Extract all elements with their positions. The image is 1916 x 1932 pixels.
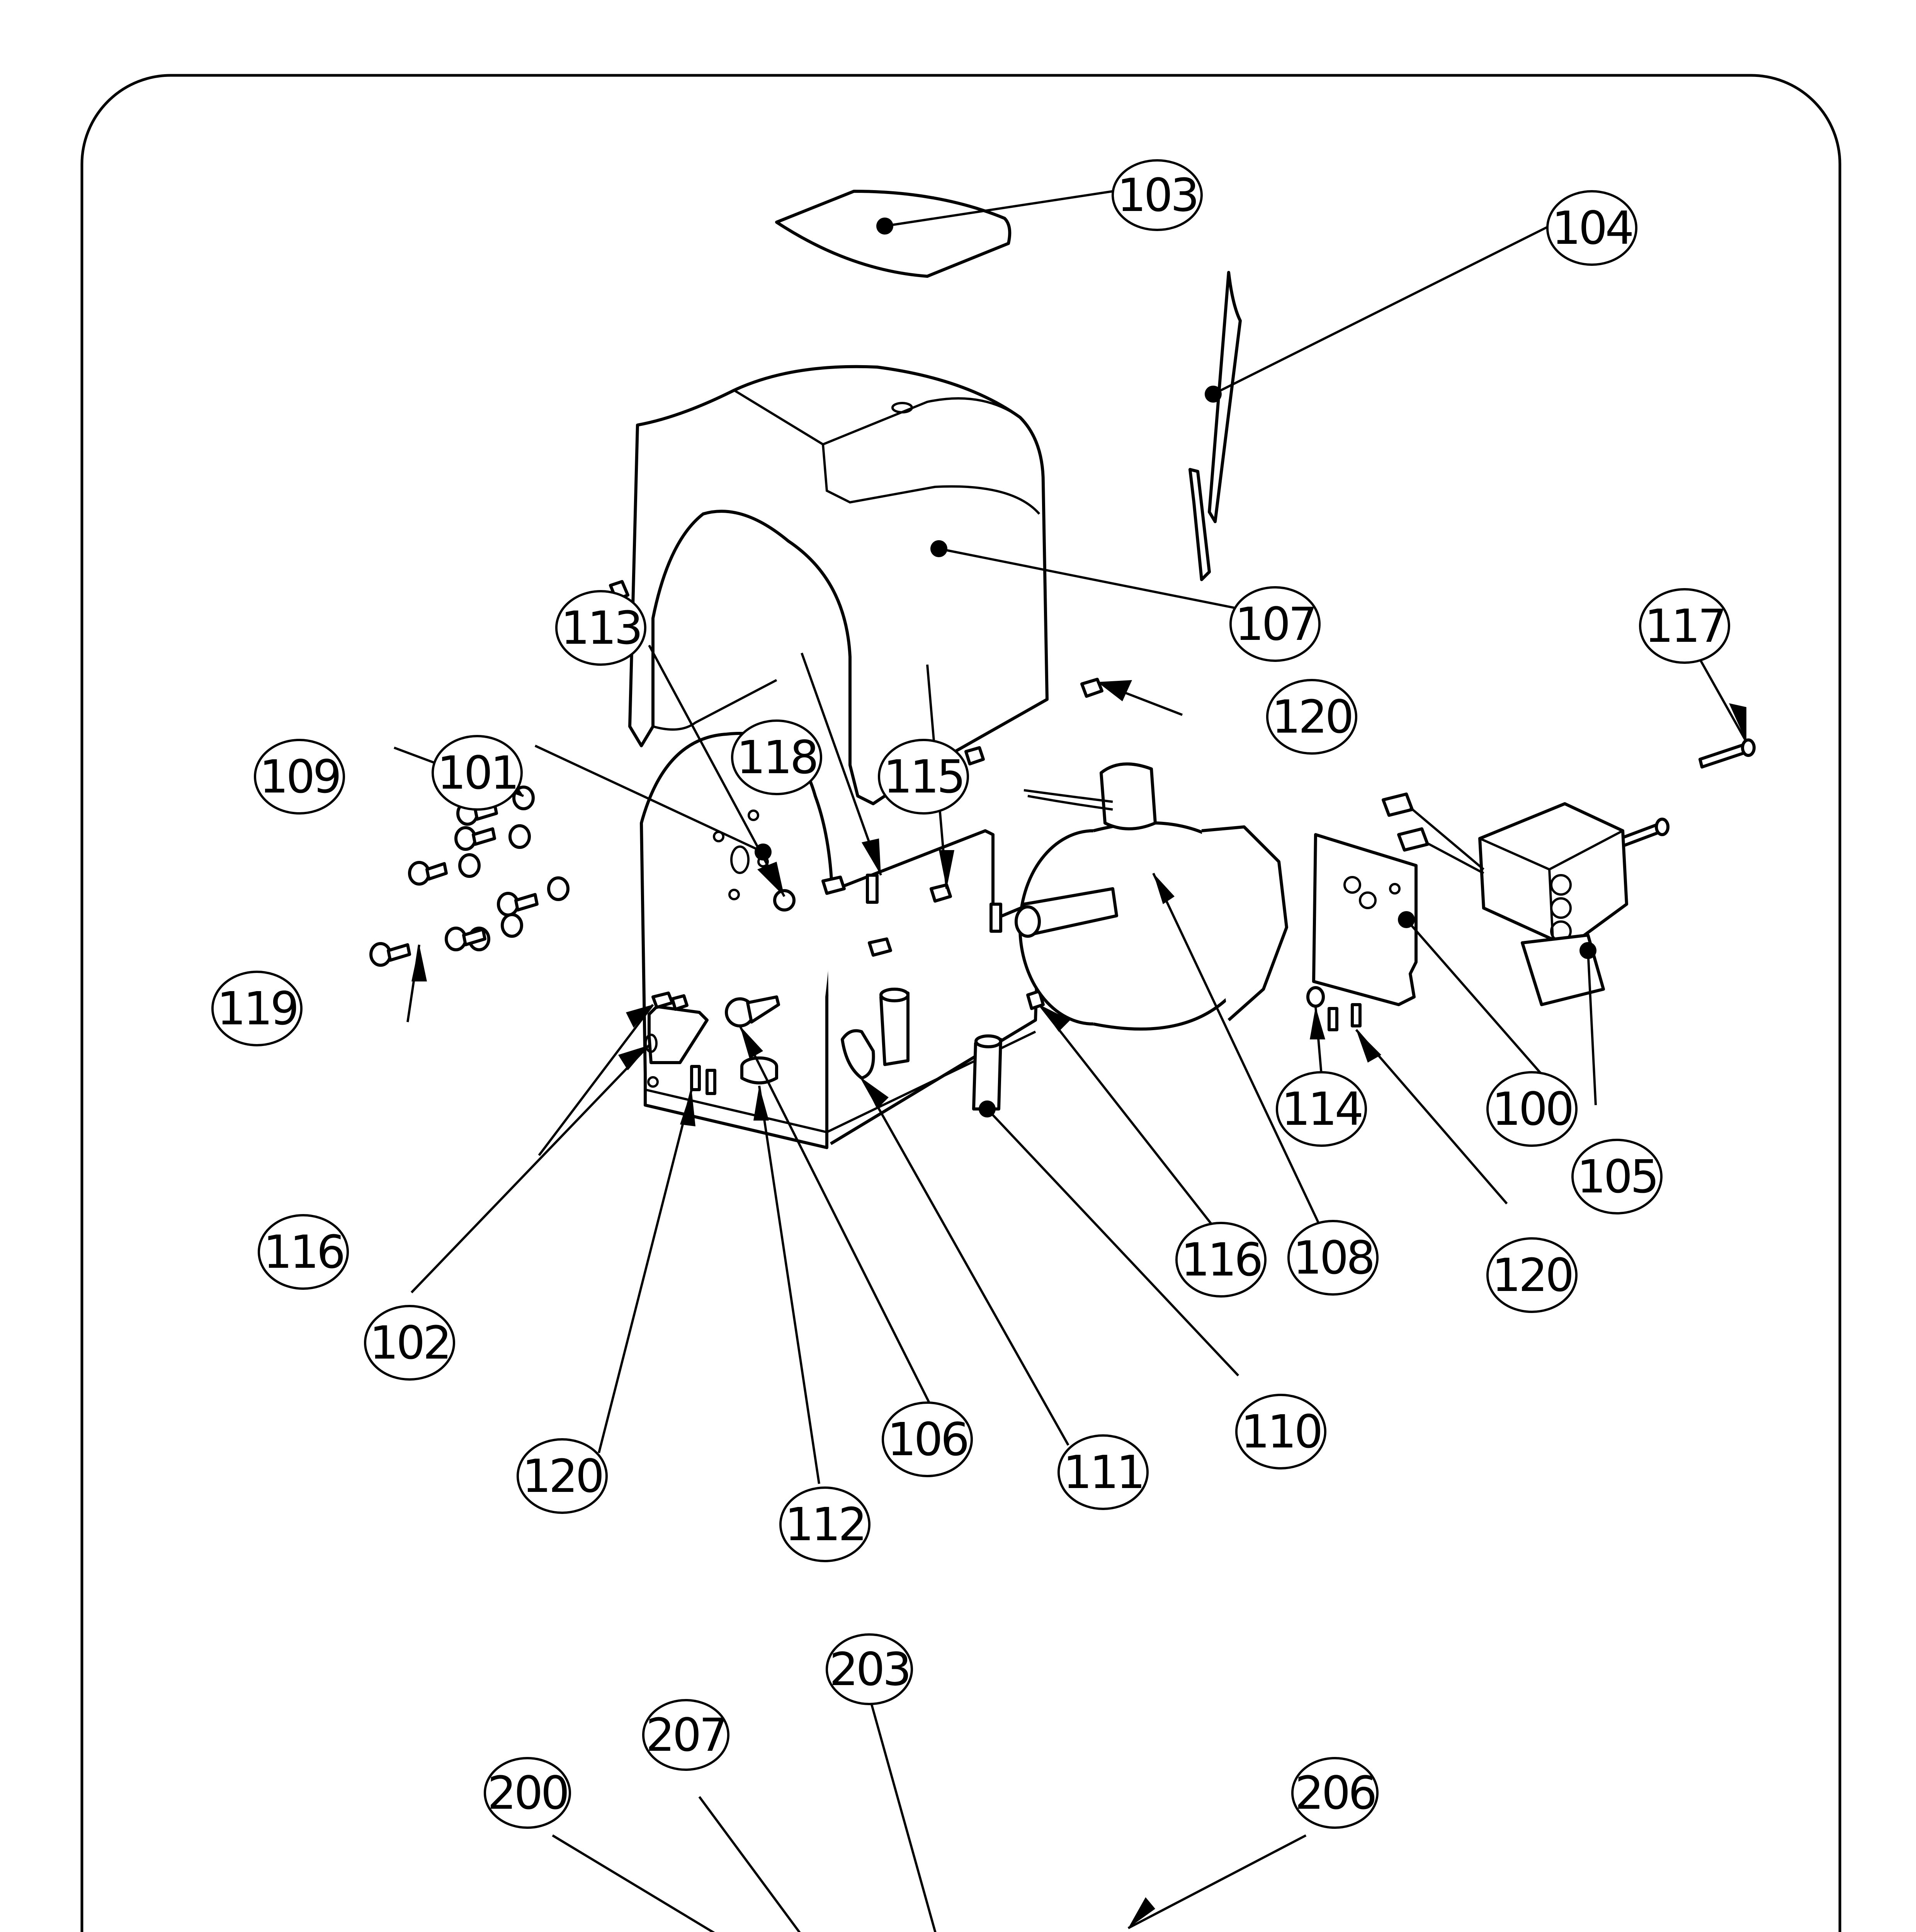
part-106-knob bbox=[725, 995, 780, 1027]
svg-text:200: 200 bbox=[487, 1766, 567, 1820]
balloon-111: 111 bbox=[1057, 1434, 1149, 1510]
part-120-screws-bottom bbox=[690, 1065, 716, 1095]
part-117-long-bolts bbox=[1613, 738, 1756, 850]
svg-text:115: 115 bbox=[883, 750, 963, 803]
part-104-decal-strip bbox=[1188, 271, 1242, 581]
part-109-119-fastener-cluster bbox=[369, 786, 570, 967]
part-112-nut bbox=[740, 1056, 778, 1085]
svg-text:116: 116 bbox=[263, 1225, 343, 1279]
svg-text:203: 203 bbox=[829, 1643, 909, 1696]
part-120-screw-hood-bottom bbox=[964, 746, 985, 765]
balloon-104: 104 bbox=[1546, 190, 1637, 266]
balloon-118: 118 bbox=[731, 719, 822, 795]
svg-text:102: 102 bbox=[369, 1316, 449, 1369]
svg-text:118: 118 bbox=[736, 731, 816, 784]
svg-text:100: 100 bbox=[1492, 1082, 1572, 1136]
svg-text:101: 101 bbox=[437, 746, 517, 799]
svg-text:113: 113 bbox=[561, 601, 641, 655]
svg-text:112: 112 bbox=[785, 1498, 865, 1551]
balloon-119: 119 bbox=[211, 971, 303, 1046]
svg-text:120: 120 bbox=[522, 1449, 602, 1503]
leader-lines bbox=[393, 190, 1748, 1932]
balloon-110: 110 bbox=[1235, 1394, 1326, 1469]
balloon-120-bottom: 120 bbox=[517, 1438, 608, 1514]
part-110-spacer-a bbox=[879, 988, 910, 1066]
balloon-113: 113 bbox=[555, 590, 646, 666]
part-116-clips-left bbox=[651, 992, 689, 1011]
svg-text:107: 107 bbox=[1235, 597, 1315, 651]
svg-text:207: 207 bbox=[646, 1708, 726, 1762]
balloon-116-left: 116 bbox=[258, 1214, 349, 1290]
balloon-100: 100 bbox=[1486, 1071, 1578, 1147]
svg-text:114: 114 bbox=[1281, 1082, 1361, 1136]
svg-text:105: 105 bbox=[1577, 1150, 1657, 1203]
svg-text:119: 119 bbox=[217, 982, 297, 1035]
svg-text:110: 110 bbox=[1241, 1405, 1321, 1458]
balloon-120-hood: 120 bbox=[1266, 679, 1357, 755]
balloon-116-right: 116 bbox=[1175, 1222, 1267, 1298]
svg-text:108: 108 bbox=[1293, 1231, 1373, 1284]
balloon-107: 107 bbox=[1229, 586, 1321, 662]
balloon-203: 203 bbox=[826, 1633, 913, 1705]
svg-text:120: 120 bbox=[1492, 1248, 1572, 1302]
svg-text:109: 109 bbox=[259, 750, 339, 803]
balloon-108: 108 bbox=[1287, 1220, 1379, 1296]
svg-text:206: 206 bbox=[1295, 1766, 1375, 1820]
part-100-mount-plate bbox=[1312, 833, 1418, 1006]
part-108-motor bbox=[1015, 762, 1288, 1031]
balloon-207: 207 bbox=[642, 1699, 729, 1771]
balloon-115: 115 bbox=[878, 739, 969, 815]
svg-text:106: 106 bbox=[887, 1413, 967, 1466]
svg-text:120: 120 bbox=[1272, 690, 1352, 743]
part-114-120-small-fasteners bbox=[1306, 986, 1362, 1031]
svg-text:103: 103 bbox=[1117, 168, 1197, 222]
drawing-frame bbox=[80, 74, 1841, 1932]
leader-terminators bbox=[411, 218, 1746, 1928]
balloon-103: 103 bbox=[1112, 159, 1203, 231]
balloon-114: 114 bbox=[1276, 1071, 1367, 1147]
part-120-screw-hood-right bbox=[1080, 678, 1103, 698]
balloon-106: 106 bbox=[882, 1401, 973, 1477]
svg-text:111: 111 bbox=[1063, 1446, 1143, 1499]
balloon-102: 102 bbox=[364, 1305, 455, 1381]
part-113-115-118-fasteners bbox=[773, 874, 1002, 957]
part-111-grommet bbox=[841, 1029, 875, 1080]
part-107-hood-cover bbox=[628, 365, 1049, 805]
part-116-clip-right bbox=[1026, 990, 1045, 1010]
part-110-spacer-b bbox=[972, 1034, 1002, 1111]
balloon-109: 109 bbox=[254, 739, 345, 815]
balloon-120-right: 120 bbox=[1486, 1237, 1578, 1313]
balloon-117: 117 bbox=[1639, 588, 1730, 664]
svg-text:116: 116 bbox=[1181, 1233, 1261, 1286]
balloon-200: 200 bbox=[484, 1757, 571, 1829]
svg-text:117: 117 bbox=[1644, 599, 1724, 653]
balloon-101: 101 bbox=[432, 735, 523, 811]
balloon-112: 112 bbox=[779, 1486, 870, 1562]
svg-text:104: 104 bbox=[1552, 201, 1632, 255]
part-103-top-plate bbox=[775, 190, 1012, 278]
balloon-105: 105 bbox=[1571, 1139, 1663, 1214]
balloon-206: 206 bbox=[1291, 1757, 1379, 1829]
part-102-bracket bbox=[644, 1005, 709, 1064]
